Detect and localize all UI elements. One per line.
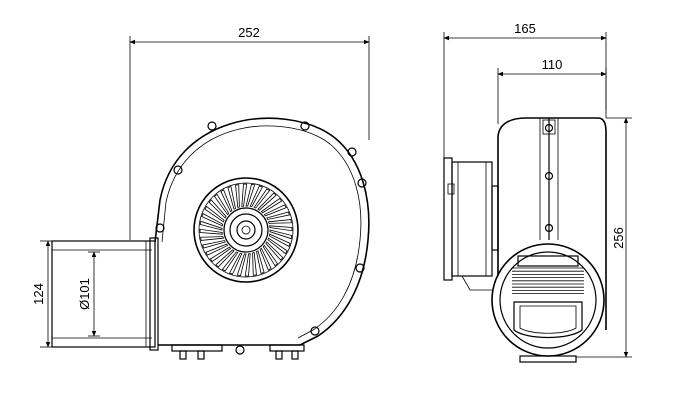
fan-blade <box>244 253 251 277</box>
fan-blade <box>269 229 293 240</box>
fan-blade <box>266 211 291 220</box>
fan-blade <box>259 247 272 271</box>
dimension-side-depth: 165 <box>443 21 607 158</box>
fan-blade <box>236 253 247 277</box>
fan-blade <box>199 228 223 235</box>
fan-blade <box>241 183 248 207</box>
fan-blade <box>268 233 291 247</box>
fan-wheel <box>193 177 299 283</box>
fan-blade <box>265 241 284 261</box>
fan-blade <box>201 213 224 227</box>
fan-blade <box>215 249 235 268</box>
side-bolts <box>542 119 556 233</box>
side-view: 165 110 256 <box>443 21 632 363</box>
front-view: 252 124 Ø101 <box>31 25 370 360</box>
fan-blade <box>209 246 232 262</box>
fan-blade <box>269 225 293 232</box>
dimension-front-width: 252 <box>129 25 370 240</box>
housing-bolts <box>155 121 367 355</box>
volute-inner-rim <box>161 125 362 339</box>
fan-blade <box>252 252 257 276</box>
fan-blade <box>200 236 224 241</box>
fan-blade <box>214 193 230 216</box>
outlet-grille <box>512 267 584 295</box>
fan-blade <box>204 205 225 223</box>
fan-blade <box>235 184 240 208</box>
motor-housing <box>443 157 499 291</box>
dimension-side-height: 256 <box>576 117 632 358</box>
fan-blade <box>220 189 233 213</box>
blower-body <box>497 117 607 330</box>
fan-blade <box>205 243 229 256</box>
dimension-outlet-diameter: Ø101 <box>77 251 100 337</box>
outlet-end-view <box>491 243 605 363</box>
volute-housing <box>154 117 370 346</box>
fan-blade <box>249 185 263 208</box>
dimension-label-d101: Ø101 <box>77 278 92 310</box>
fan-blade <box>262 244 278 267</box>
fan-blade <box>227 185 236 210</box>
fan-blade <box>257 192 277 211</box>
dimension-outlet-height: 124 <box>31 240 52 348</box>
fan-blade <box>208 199 227 219</box>
outlet-flange <box>51 237 159 351</box>
fan-blade <box>229 252 243 275</box>
fan-blade <box>253 188 271 209</box>
dimension-side-depth-inner: 110 <box>497 57 607 124</box>
dimension-label-252: 252 <box>238 25 260 40</box>
dimension-label-165: 165 <box>514 21 536 36</box>
fan-blade <box>260 198 283 214</box>
fan-blade <box>199 220 223 231</box>
fan-blades <box>199 183 293 277</box>
fan-blade <box>201 240 226 249</box>
mounting-feet <box>171 344 305 360</box>
fan-blade <box>263 204 287 217</box>
dimension-label-110: 110 <box>542 57 563 72</box>
dimension-label-256: 256 <box>611 227 626 249</box>
fan-blade <box>221 251 239 272</box>
fan-blade <box>256 250 265 275</box>
fan-blade <box>268 219 292 224</box>
fan-blade <box>245 183 256 207</box>
dimension-label-124: 124 <box>31 283 46 305</box>
fan-blade <box>267 237 288 255</box>
